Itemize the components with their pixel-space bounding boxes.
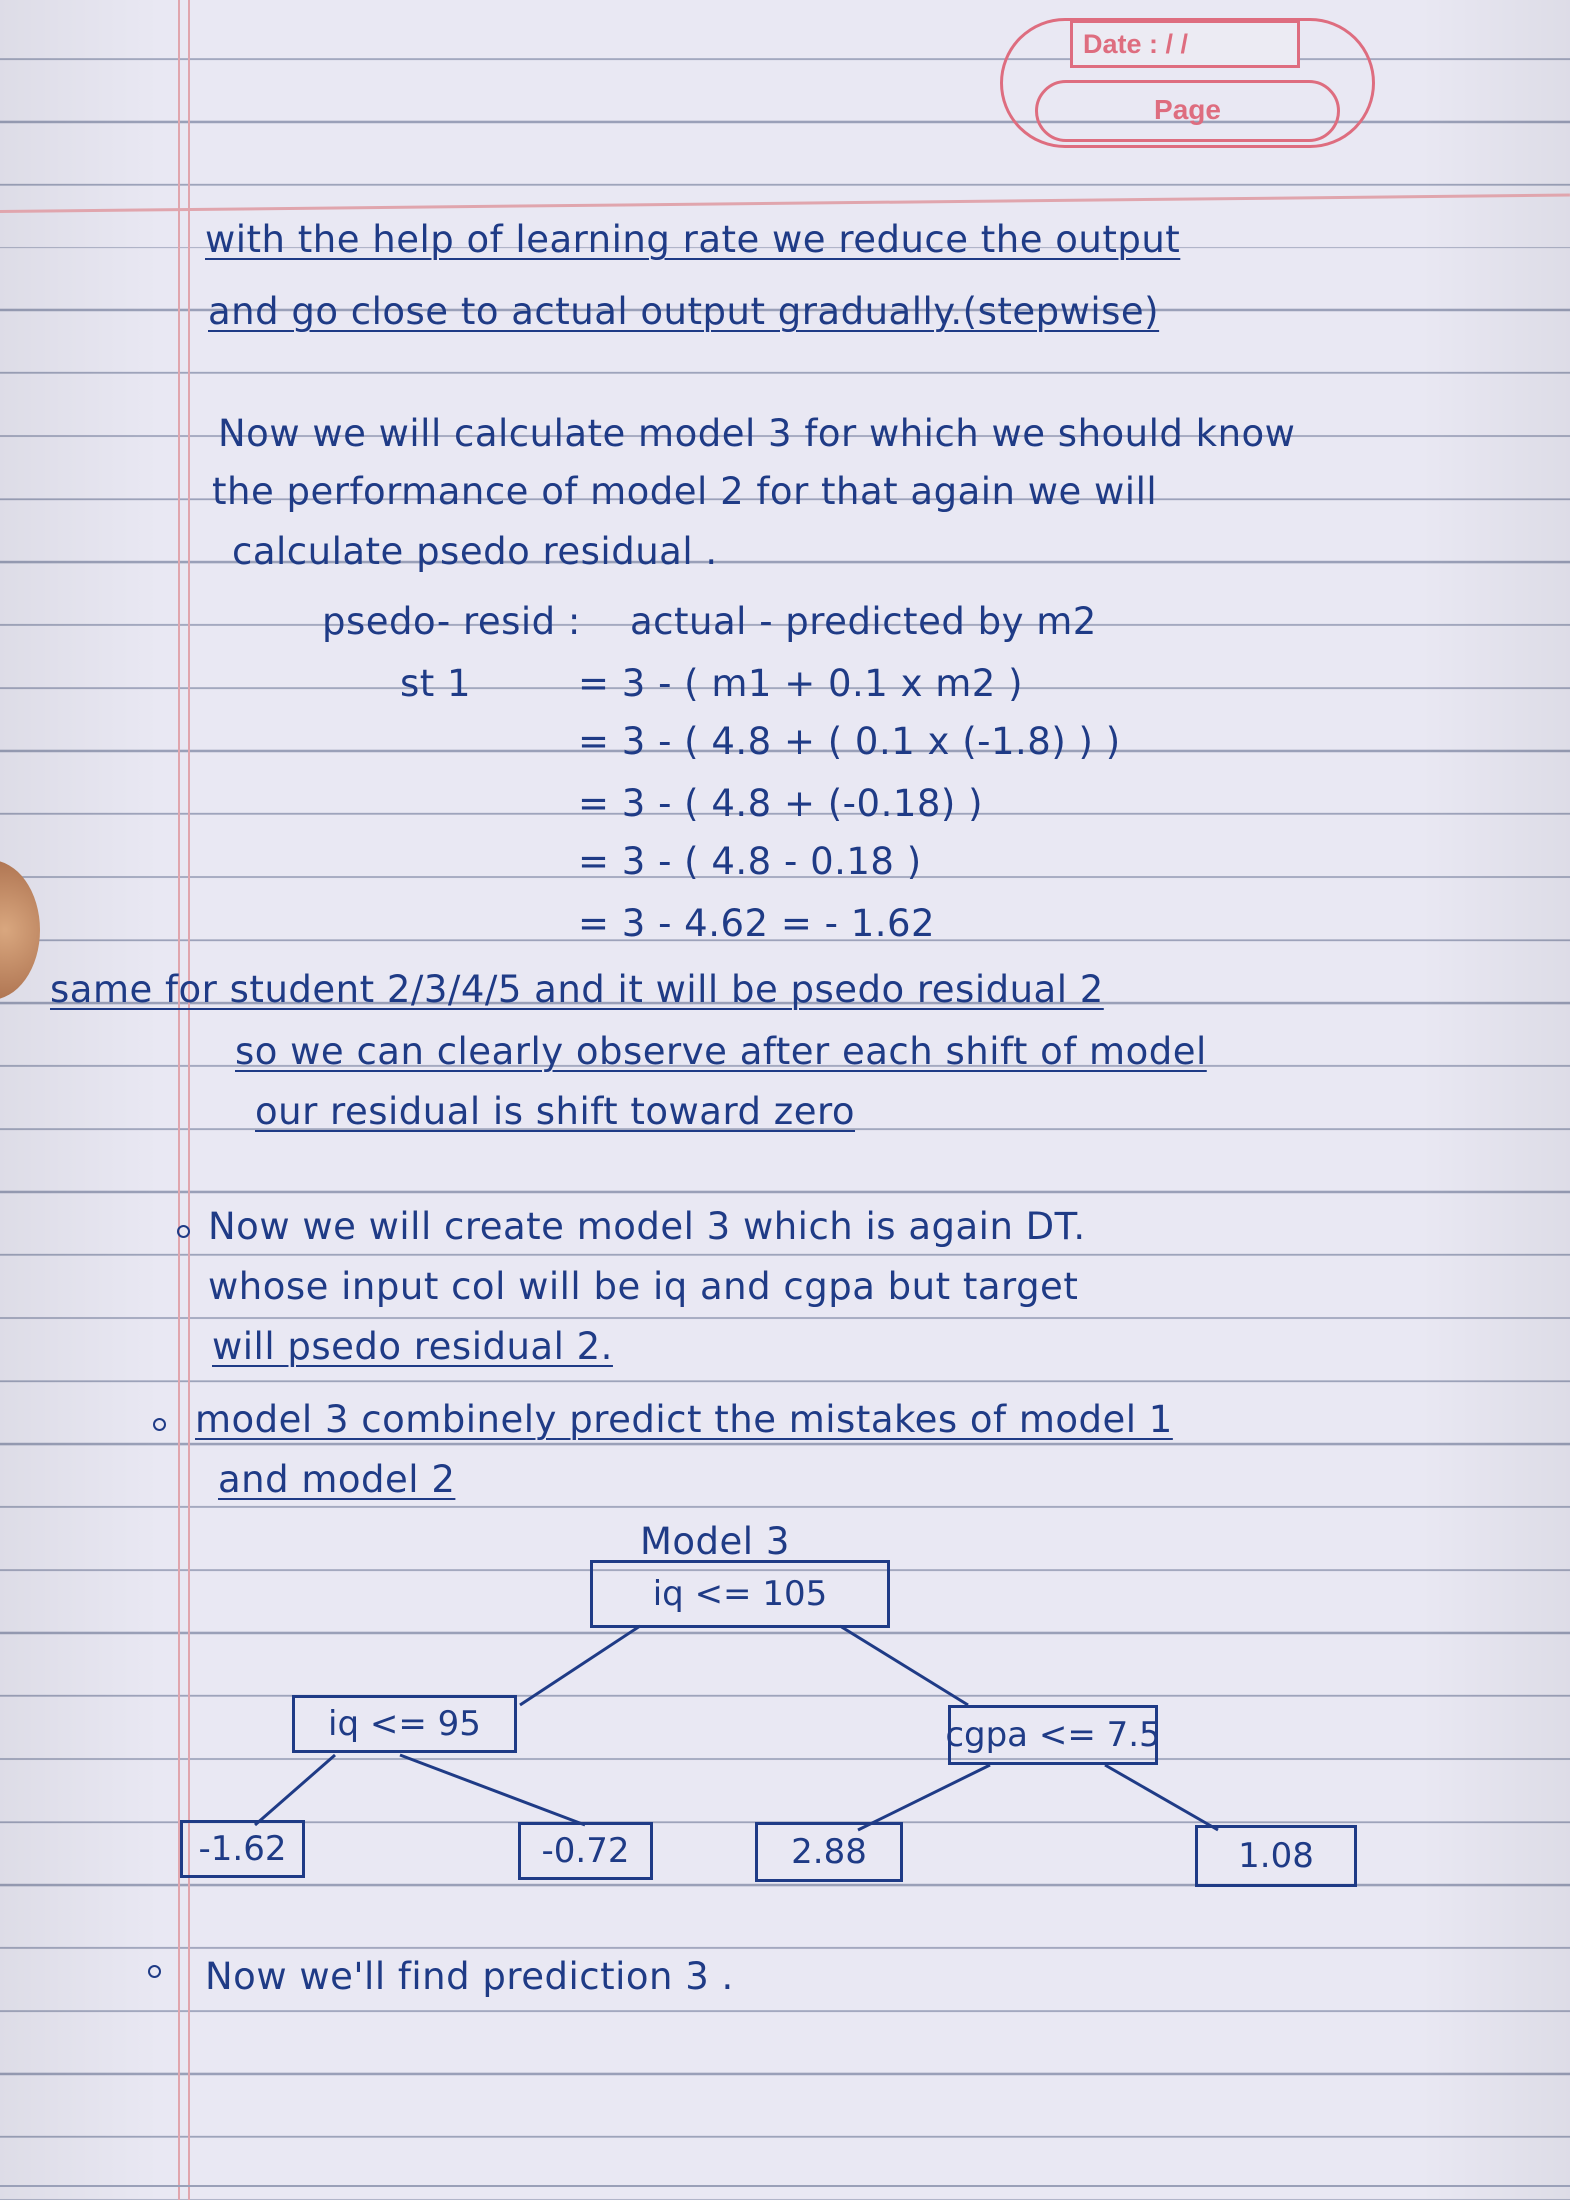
note-line: with the help of learning rate we reduce… — [205, 218, 1181, 261]
page-label: Page — [1035, 80, 1340, 142]
bullet-icon — [153, 1418, 166, 1431]
tree-leaf: 1.08 — [1195, 1825, 1357, 1887]
student-label: st 1 — [400, 662, 472, 705]
bullet-icon — [148, 1965, 161, 1978]
equation-step: = 3 - ( 4.8 - 0.18 ) — [578, 840, 922, 883]
note-line: will psedo residual 2. — [212, 1325, 613, 1368]
formula-label: psedo- resid : — [322, 600, 581, 643]
note-line: same for student 2/3/4/5 and it will be … — [50, 968, 1104, 1011]
rule-line — [0, 2185, 1570, 2187]
tree-leaf: 2.88 — [755, 1822, 903, 1882]
bullet-icon — [177, 1225, 190, 1238]
tree-right-node: cgpa <= 7.5 — [945, 1705, 1161, 1765]
note-line: calculate psedo residual . — [232, 530, 718, 573]
equation-step: = 3 - ( 4.8 + (-0.18) ) — [578, 782, 984, 825]
tree-leaf: -1.62 — [180, 1820, 305, 1878]
date-page-stamp — [1000, 18, 1375, 148]
formula-definition: actual - predicted by m2 — [630, 600, 1097, 643]
date-label: Date : / / — [1070, 20, 1300, 68]
note-line: Now we will create model 3 which is agai… — [208, 1205, 1086, 1248]
note-line: so we can clearly observe after each shi… — [235, 1030, 1207, 1073]
margin-line — [178, 0, 180, 2200]
equation-step: = 3 - ( 4.8 + ( 0.1 x (-1.8) ) ) — [578, 720, 1121, 763]
tree-leaf: -0.72 — [518, 1822, 653, 1880]
note-line: our residual is shift toward zero — [255, 1090, 856, 1133]
tree-title: Model 3 — [640, 1520, 790, 1563]
equation-step: = 3 - ( m1 + 0.1 x m2 ) — [578, 662, 1024, 705]
tree-root-node: iq <= 105 — [590, 1560, 890, 1628]
note-line: the performance of model 2 for that agai… — [212, 470, 1158, 513]
note-line: Now we'll find prediction 3 . — [205, 1955, 734, 1998]
note-line: Now we will calculate model 3 for which … — [218, 412, 1296, 455]
margin-line — [188, 0, 190, 2200]
note-line: and model 2 — [218, 1458, 456, 1501]
tree-left-node: iq <= 95 — [292, 1695, 517, 1753]
note-line: and go close to actual output gradually.… — [208, 290, 1160, 333]
note-line: model 3 combinely predict the mistakes o… — [195, 1398, 1173, 1441]
equation-step: = 3 - 4.62 = - 1.62 — [578, 902, 936, 945]
note-line: whose input col will be iq and cgpa but … — [208, 1265, 1079, 1308]
